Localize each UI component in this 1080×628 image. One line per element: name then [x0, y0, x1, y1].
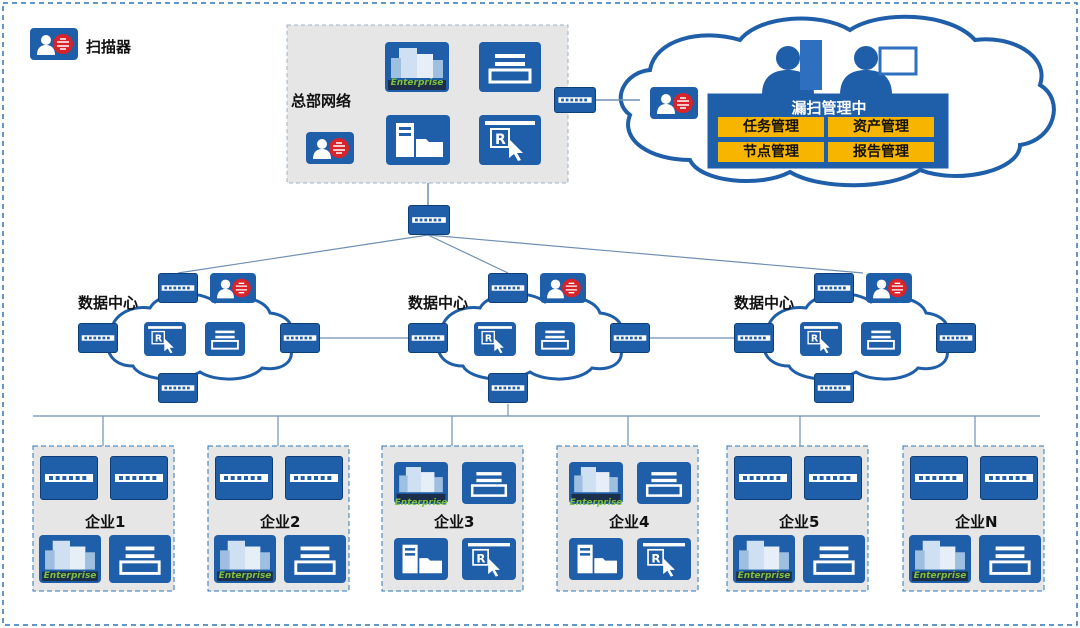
ent-switch-icon [110, 456, 168, 500]
legend-label: 扫描器 [86, 38, 132, 56]
ent-printer-icon [803, 535, 865, 583]
ent-server-icon [569, 538, 623, 580]
svg-text:R: R [155, 334, 163, 345]
svg-text:R: R [811, 334, 819, 345]
dc-printer-icon [535, 322, 575, 356]
dc-top-switch-icon [158, 273, 198, 303]
dc-top-switch-icon [488, 273, 528, 303]
ent-switch-icon [980, 456, 1038, 500]
dc-left-switch-icon [734, 323, 774, 353]
dc-right-switch-icon [936, 323, 976, 353]
ent-switch-icon [734, 456, 792, 500]
hq-router-cursor-icon: R [479, 115, 541, 165]
enterprise-caption: Enterprise [43, 571, 97, 581]
dc-printer-icon [205, 322, 245, 356]
hq-printer-icon [479, 42, 541, 92]
ent-building-icon: Enterprise [733, 535, 795, 583]
dc-router-icon: R [800, 322, 842, 356]
hq-server-folder-icon [386, 115, 450, 165]
ent-building-icon: Enterprise [909, 535, 971, 583]
ent-printer-icon [637, 462, 691, 504]
dc-router-icon: R [474, 322, 516, 356]
ent-printer-icon [979, 535, 1041, 583]
legend-scanner-icon [30, 28, 78, 60]
ent-printer-icon [462, 462, 516, 504]
dc-printer-icon [861, 322, 901, 356]
ent-switch-icon [215, 456, 273, 500]
ent-building-icon: Enterprise [39, 535, 101, 583]
datacenter-label-2: 数据中心 [408, 294, 469, 312]
dc-router-icon: R [144, 322, 186, 356]
ent-server-icon [394, 538, 448, 580]
hq-uplink-switch-icon [554, 87, 596, 113]
dc-right-switch-icon [610, 323, 650, 353]
ent-building-icon: Enterprise [214, 535, 276, 583]
ent-printer-icon [109, 535, 171, 583]
dc-scanner-icon [866, 273, 912, 303]
hq-enterprise-building-icon: Enterprise [385, 42, 449, 92]
enterprise-caption: Enterprise [737, 571, 791, 581]
hq-scanner-icon [306, 132, 354, 164]
node-management-button[interactable]: 节点管理 [718, 142, 824, 162]
core-switch-icon [408, 205, 450, 235]
enterprise-caption: Enterprise [569, 498, 623, 508]
dc-left-switch-icon [408, 323, 448, 353]
enterprise-caption: Enterprise [913, 571, 967, 581]
datacenter-label-1: 数据中心 [78, 294, 139, 312]
ent-switch-icon [40, 456, 98, 500]
hq-label: 总部网络 [291, 92, 352, 110]
admin-user-icon-2 [840, 46, 918, 95]
enterprise-caption: Enterprise [394, 498, 448, 508]
dc-top-switch-icon [814, 273, 854, 303]
enterprise-label-1: 企业1 [85, 513, 126, 531]
dc-left-switch-icon [78, 323, 118, 353]
dc-scanner-icon [540, 273, 586, 303]
enterprise-label-3: 企业3 [434, 513, 475, 531]
svg-text:R: R [476, 551, 485, 565]
ent-building-icon: Enterprise [394, 462, 448, 508]
enterprise-label-2: 企业2 [260, 513, 301, 531]
ent-switch-icon [910, 456, 968, 500]
ent-router-icon: R [462, 538, 516, 580]
enterprise-caption: Enterprise [218, 571, 272, 581]
ent-switch-icon [285, 456, 343, 500]
enterprise-label-4: 企业4 [609, 513, 650, 531]
svg-text:R: R [495, 132, 506, 148]
ent-printer-icon [284, 535, 346, 583]
enterprise-label-6: 企业N [955, 513, 998, 531]
enterprise-label-5: 企业5 [779, 513, 820, 531]
admin-user-icon-1 [762, 40, 822, 95]
svg-text:R: R [651, 551, 660, 565]
manager-title: 漏扫管理中 [791, 99, 867, 117]
dc-bottom-switch-icon [488, 373, 528, 403]
ent-switch-icon [804, 456, 862, 500]
hq-enterprise-caption: Enterprise [390, 78, 444, 88]
dc-bottom-switch-icon [814, 373, 854, 403]
ent-router-icon: R [637, 538, 691, 580]
datacenter-label-3: 数据中心 [734, 294, 795, 312]
dc-bottom-switch-icon [158, 373, 198, 403]
manager-scanner-icon [650, 87, 698, 119]
task-management-button[interactable]: 任务管理 [718, 117, 824, 137]
svg-text:R: R [485, 334, 493, 345]
dc-scanner-icon [210, 273, 256, 303]
report-management-button[interactable]: 报告管理 [828, 142, 934, 162]
asset-management-button[interactable]: 资产管理 [828, 117, 934, 137]
dc-right-switch-icon [280, 323, 320, 353]
ent-building-icon: Enterprise [569, 462, 623, 508]
